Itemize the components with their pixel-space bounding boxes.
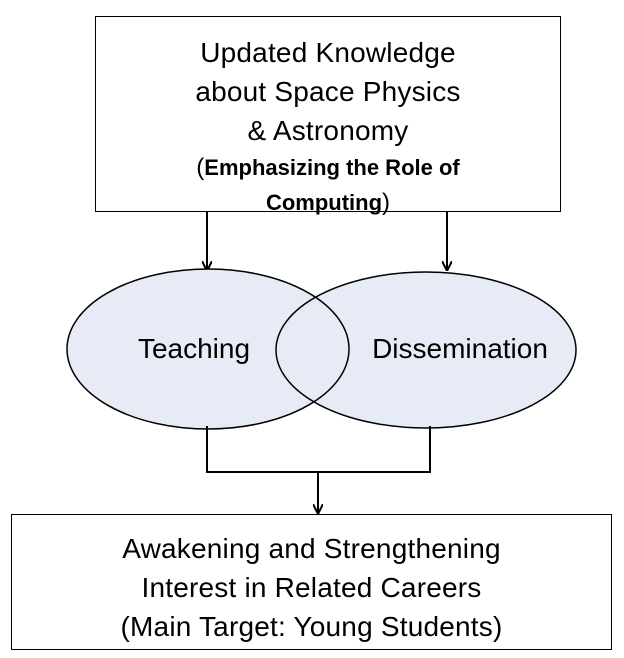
emphasis-text: Emphasizing the Role of [204,155,460,180]
careers-box: Awakening and Strengthening Interest in … [11,514,612,650]
dissemination-label: Dissemination [372,333,548,364]
open-paren: ( [196,154,205,181]
knowledge-line-1: Updated Knowledge [200,37,456,68]
knowledge-line-4: (Emphasizing the Role of [96,150,560,185]
merge-connector [206,426,431,473]
teaching-label: Teaching [137,333,251,364]
dissemination-ellipse-fill [276,272,576,428]
teaching-ellipse-fill [67,269,349,429]
careers-line-2: Interest in Related Careers [141,572,482,603]
dissemination-ellipse [275,271,577,429]
careers-line-1: Awakening and Strengthening [122,533,501,564]
knowledge-line-3: & Astronomy [247,115,409,146]
knowledge-line-5: Computing) [96,185,560,220]
knowledge-box: Updated Knowledge about Space Physics & … [95,16,561,216]
knowledge-line-2: about Space Physics [195,76,461,107]
close-paren: ) [382,189,391,216]
computing-text: Computing [265,190,383,215]
careers-line-3: (Main Target: Young Students) [120,611,503,642]
